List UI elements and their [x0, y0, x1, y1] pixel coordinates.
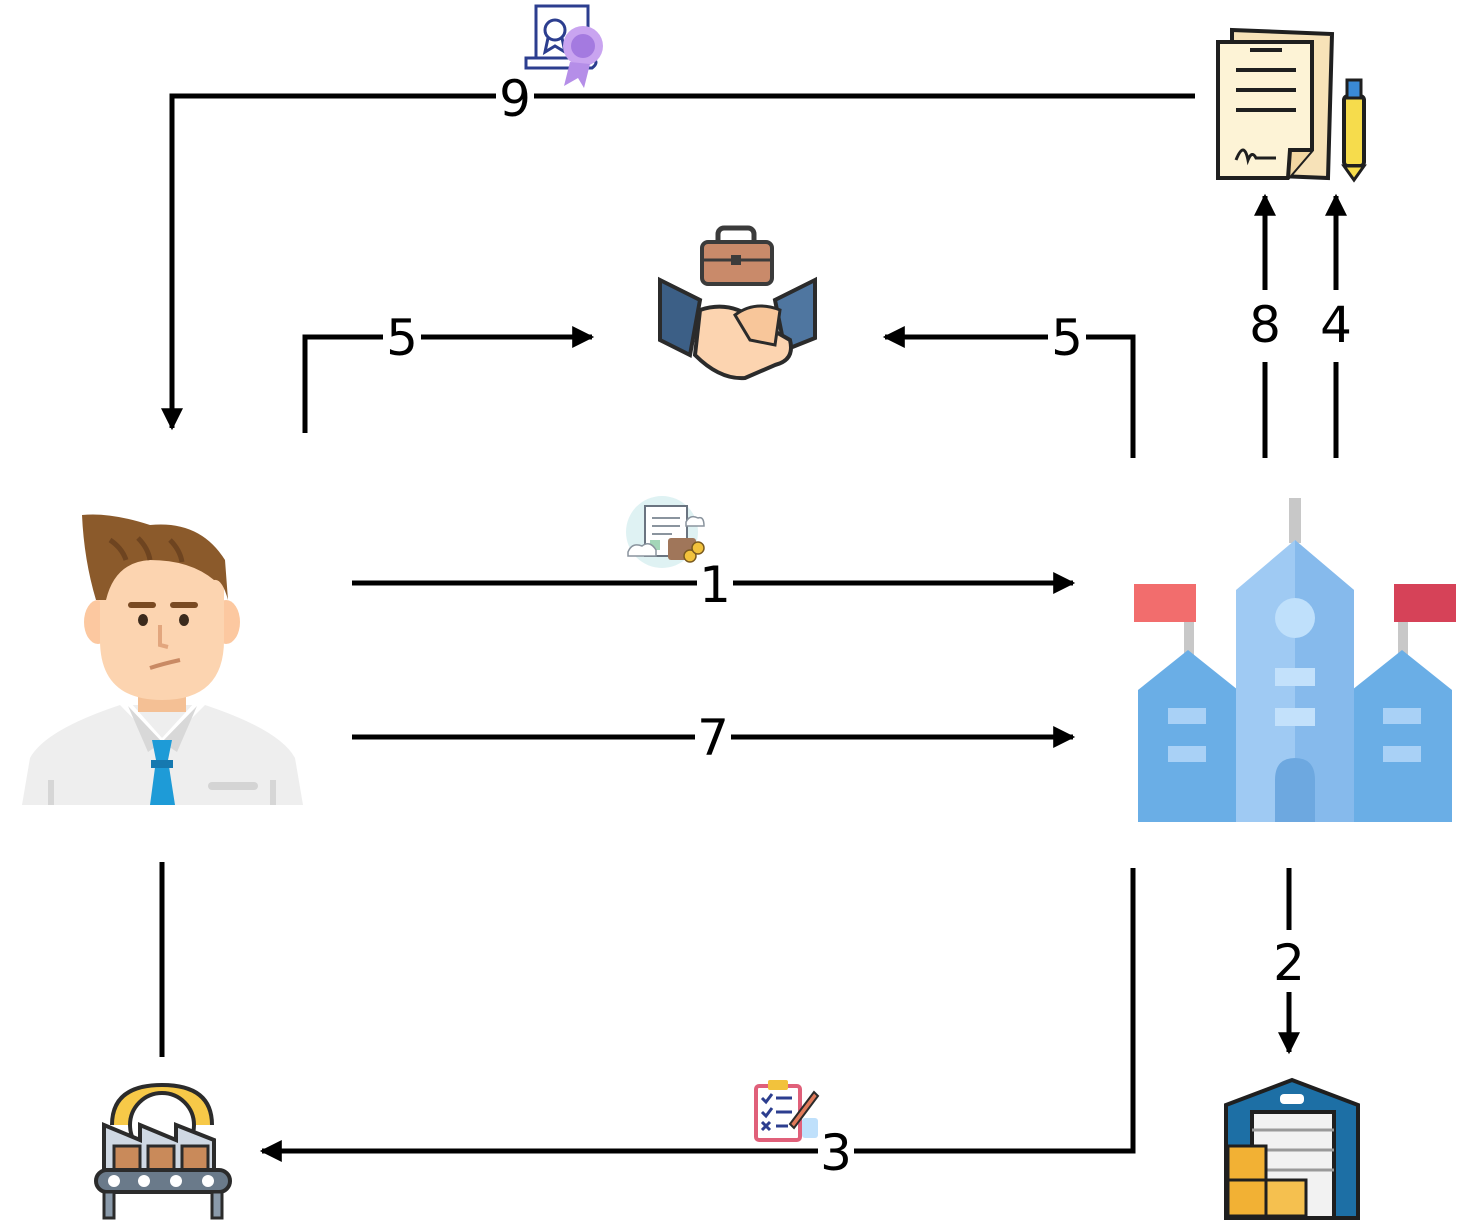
edge-9 — [160, 93, 1195, 431]
svg-text:5: 5 — [386, 309, 418, 367]
svg-text:5: 5 — [1051, 309, 1083, 367]
edge-label-9: 9 — [496, 70, 534, 128]
order-document-icon — [626, 496, 705, 568]
svg-text:2: 2 — [1273, 934, 1305, 992]
svg-text:7: 7 — [697, 709, 729, 767]
company-building-icon — [1134, 498, 1456, 822]
svg-text:4: 4 — [1320, 296, 1352, 354]
svg-text:8: 8 — [1249, 296, 1281, 354]
svg-text:1: 1 — [699, 556, 731, 614]
edge-label-1: 1 — [697, 556, 733, 614]
edge-label-5-right: 5 — [1048, 309, 1086, 367]
businessman-icon — [22, 514, 303, 805]
certificate-icon — [524, 4, 603, 88]
edge-label-7: 7 — [695, 709, 731, 767]
edge-label-5-left: 5 — [383, 309, 421, 367]
factory-icon — [94, 1082, 232, 1220]
svg-text:3: 3 — [820, 1124, 852, 1182]
edge-3 — [259, 868, 1136, 1163]
edge-label-8: 8 — [1243, 290, 1287, 362]
edge-5-customer — [302, 325, 595, 433]
edge-label-2: 2 — [1267, 930, 1311, 992]
handshake-icon — [658, 225, 817, 381]
signed-contract-icon — [1216, 27, 1367, 183]
svg-text:9: 9 — [499, 70, 531, 128]
edge-label-4: 4 — [1314, 290, 1358, 362]
checklist-icon — [754, 1080, 820, 1142]
edge-5-company — [882, 325, 1136, 458]
edge-label-3: 3 — [818, 1124, 854, 1182]
warehouse-icon — [1224, 1077, 1360, 1220]
